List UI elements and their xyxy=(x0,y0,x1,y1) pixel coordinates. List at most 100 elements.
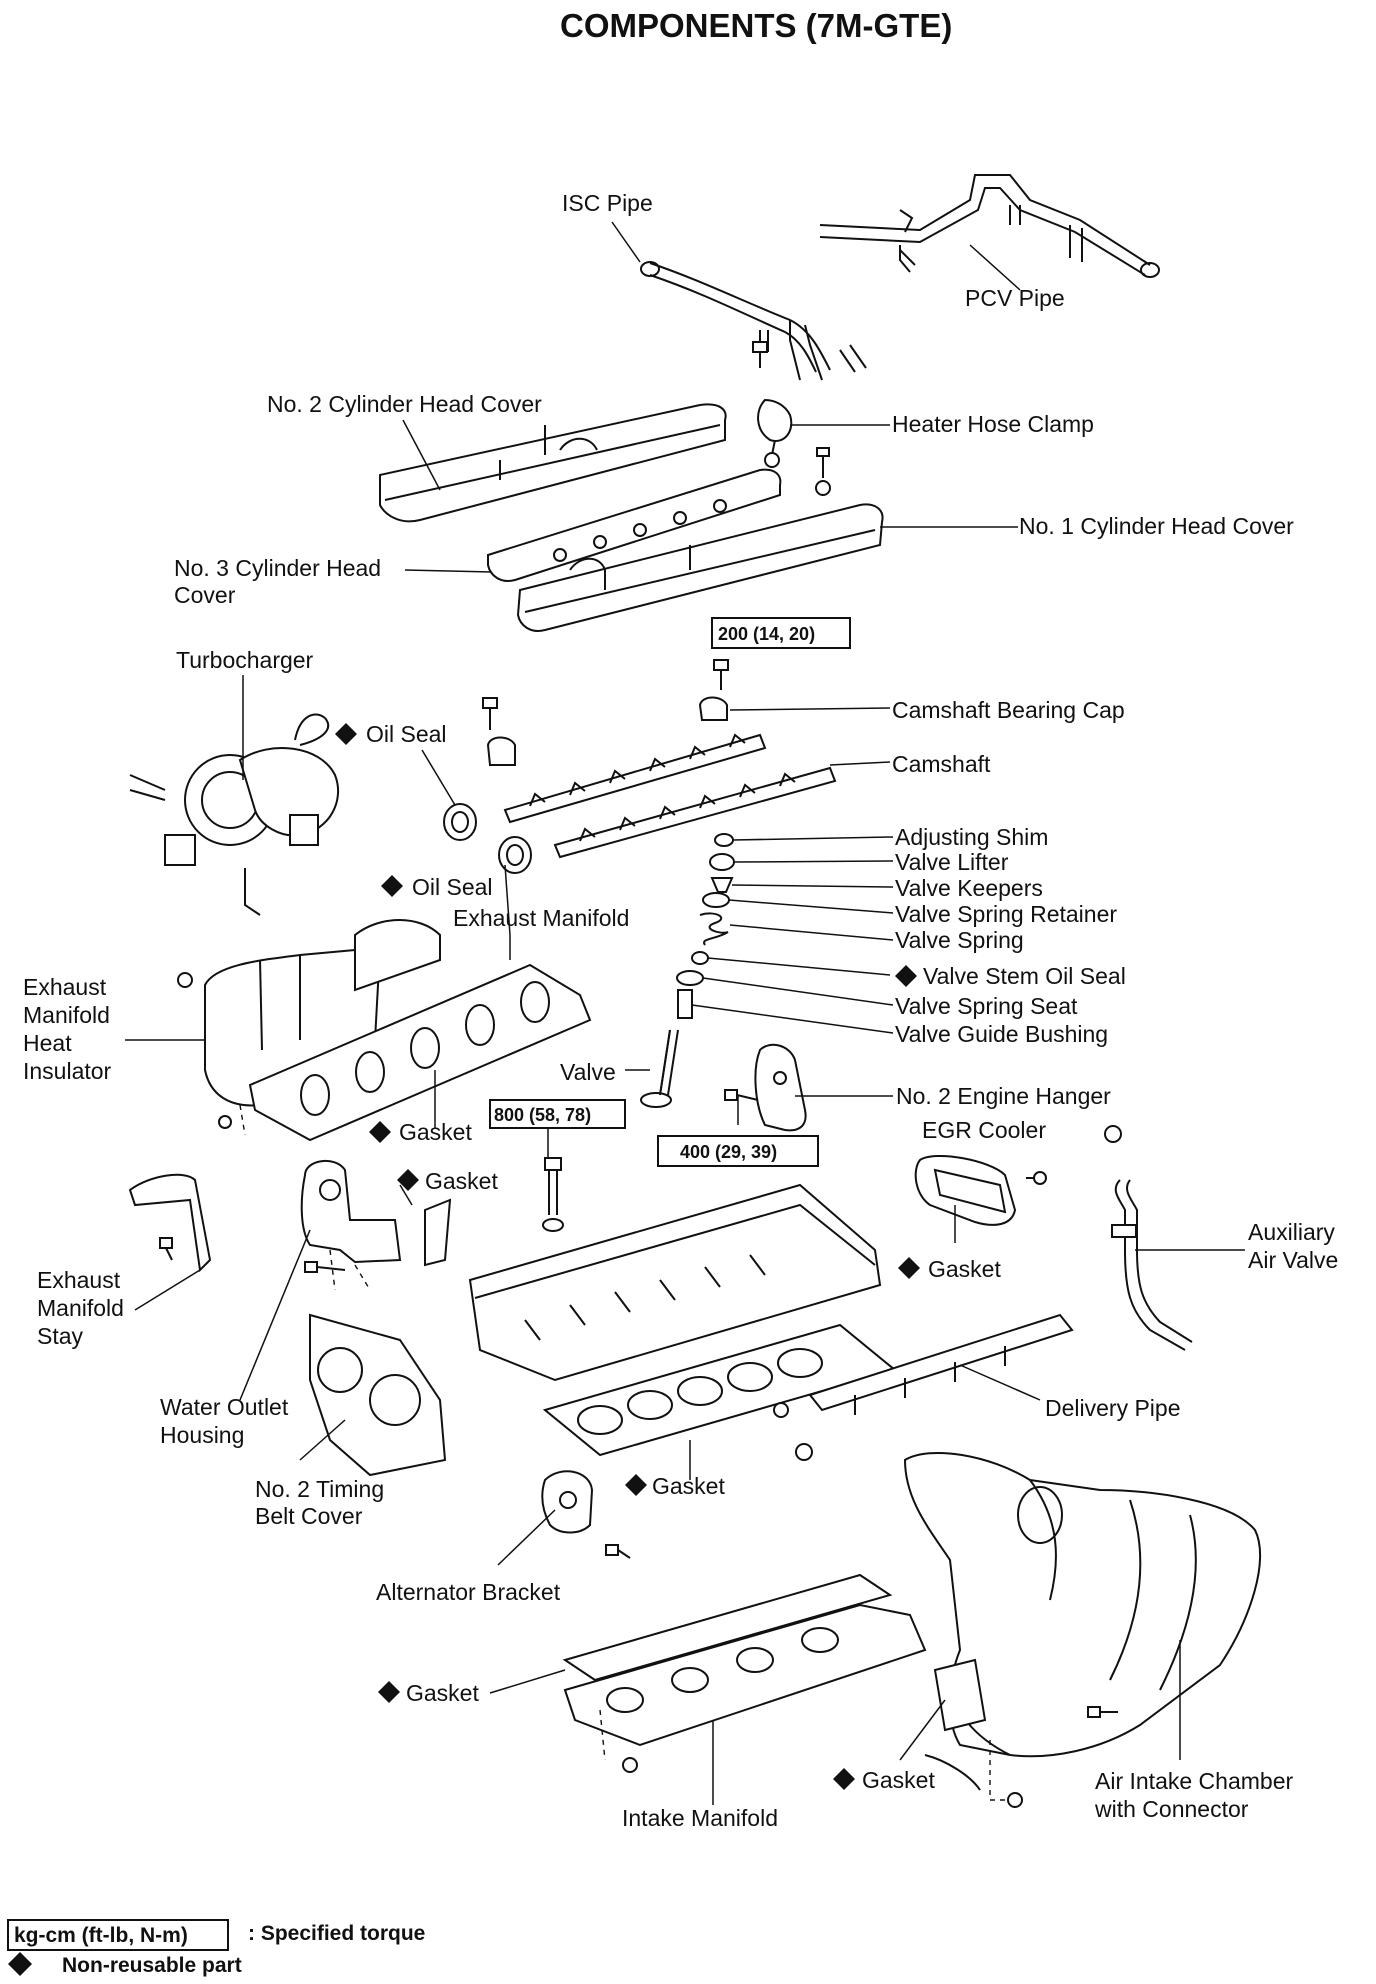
label-gasket-chamber: Gasket xyxy=(862,1767,935,1793)
torque-camshaft-cap: 200 (14, 20) xyxy=(718,624,815,644)
label-auxiliary-air-valve-line1: Auxiliary xyxy=(1248,1219,1335,1245)
no2-timing-belt-cover-part xyxy=(309,1313,447,1477)
label-intake-manifold: Intake Manifold xyxy=(622,1805,778,1831)
label-egr-cooler: EGR Cooler xyxy=(922,1117,1046,1143)
label-oil-seal-upper: Oil Seal xyxy=(366,721,447,747)
bolt-icon xyxy=(713,659,729,690)
nut-icon xyxy=(622,1757,638,1773)
label-exhaust-manifold-stay-line2: Manifold xyxy=(37,1295,124,1321)
bolt-icon xyxy=(724,1089,759,1101)
torque-box-camshaft-cap: 200 (14, 20) xyxy=(711,617,851,649)
dashed-line xyxy=(239,1104,246,1136)
label-exhaust-manifold-stay-line3: Stay xyxy=(37,1323,84,1349)
bolt-icon xyxy=(304,1261,346,1273)
non-reusable-diamond-icon xyxy=(895,965,917,987)
auxiliary-air-valve-part xyxy=(1111,1179,1193,1351)
nut-icon xyxy=(218,1115,232,1129)
nut-icon xyxy=(795,1443,813,1461)
valve-part xyxy=(659,1029,671,1096)
label-valve-spring-retainer: Valve Spring Retainer xyxy=(895,901,1117,927)
label-gasket-cylinder-head: Gasket xyxy=(652,1473,725,1499)
label-valve-spring-seat: Valve Spring Seat xyxy=(895,993,1078,1019)
label-turbocharger: Turbocharger xyxy=(176,647,314,673)
label-pcv-pipe: PCV Pipe xyxy=(965,285,1065,311)
dashed-line xyxy=(599,1709,606,1761)
label-delivery-pipe: Delivery Pipe xyxy=(1045,1395,1181,1421)
label-exhaust-heat-insulator-line4: Insulator xyxy=(23,1058,112,1084)
label-no2-cylinder-head-cover: No. 2 Cylinder Head Cover xyxy=(267,391,542,417)
bolt-icon xyxy=(159,1237,173,1261)
label-no2-timing-belt-cover-line2: Belt Cover xyxy=(255,1503,363,1529)
non-reusable-diamond-icon xyxy=(378,1681,400,1703)
delivery-pipe-part xyxy=(808,1313,1074,1415)
valve-train-parts xyxy=(640,833,735,1108)
non-reusable-diamond-icon xyxy=(8,1952,32,1976)
legend-torque-box: kg-cm (ft-lb, N-m) xyxy=(7,1919,229,1951)
camshaft-part xyxy=(503,733,767,824)
non-reusable-diamond-icon xyxy=(833,1768,855,1790)
torque-engine-hanger: 400 (29, 39) xyxy=(680,1142,777,1162)
dashed-line xyxy=(989,1740,1005,1801)
label-valve-stem-oil-seal: Valve Stem Oil Seal xyxy=(923,963,1126,989)
label-air-intake-chamber-line2: with Connector xyxy=(1094,1796,1249,1822)
turbocharger-part xyxy=(129,713,340,916)
no2-engine-hanger-part xyxy=(754,1043,807,1132)
intake-manifold-part xyxy=(563,1603,927,1747)
non-reusable-diamond-icon xyxy=(369,1121,391,1143)
camshaft-bearing-cap-part xyxy=(486,696,728,766)
bolt-icon xyxy=(1087,1706,1118,1718)
bolt-icon xyxy=(1026,1171,1047,1185)
nut-icon xyxy=(773,1402,789,1418)
exhaust-manifold-stay-part xyxy=(128,1173,212,1273)
legend-nonreusable-description: Non-reusable part xyxy=(62,1954,242,1977)
label-heater-hose-clamp: Heater Hose Clamp xyxy=(892,411,1094,437)
isc-pipe-part xyxy=(640,261,867,381)
label-valve-keepers: Valve Keepers xyxy=(895,875,1043,901)
exhaust-manifold-part xyxy=(248,919,592,1142)
oil-seal-part xyxy=(443,803,477,841)
label-exhaust-manifold: Exhaust Manifold xyxy=(453,905,629,931)
chamber-gasket-part xyxy=(933,1658,987,1732)
oil-seal-part xyxy=(498,836,532,874)
water-outlet-gasket-part xyxy=(424,1198,452,1267)
torque-box-head-bolt: 800 (58, 78) xyxy=(489,1099,626,1129)
dashed-line xyxy=(329,1249,371,1291)
torque-box-engine-hanger: 400 (29, 39) xyxy=(657,1135,819,1167)
label-adjusting-shim: Adjusting Shim xyxy=(895,824,1048,850)
water-outlet-housing-part xyxy=(300,1160,402,1264)
non-reusable-diamond-icon xyxy=(335,723,357,745)
leader-lines xyxy=(125,221,1245,1805)
non-reusable-diamond-icon xyxy=(898,1257,920,1279)
pcv-pipe-part xyxy=(819,174,1160,278)
label-water-outlet-housing-line1: Water Outlet xyxy=(160,1394,289,1420)
bolt-icon xyxy=(482,697,498,730)
bolt-icon xyxy=(815,447,831,496)
non-reusable-diamond-icon xyxy=(381,875,403,897)
air-intake-chamber-part xyxy=(903,1451,1262,1758)
label-gasket-egr: Gasket xyxy=(928,1256,1001,1282)
nut-icon xyxy=(1007,1792,1023,1808)
page-title: COMPONENTS (7M-GTE) xyxy=(560,7,952,44)
alternator-bracket-part xyxy=(541,1470,594,1534)
label-water-outlet-housing-line2: Housing xyxy=(160,1422,244,1448)
bolt-icon xyxy=(752,341,768,368)
label-exhaust-heat-insulator-line1: Exhaust xyxy=(23,974,107,1000)
egr-cooler-part xyxy=(914,1154,1017,1226)
label-valve-lifter: Valve Lifter xyxy=(895,849,1009,875)
no1-cylinder-head-cover-part xyxy=(516,503,884,632)
nut-icon xyxy=(1104,1125,1122,1143)
nut-icon xyxy=(177,972,193,988)
label-no2-engine-hanger: No. 2 Engine Hanger xyxy=(896,1083,1111,1109)
label-alternator-bracket: Alternator Bracket xyxy=(376,1579,561,1605)
legend-torque-description: : Specified torque xyxy=(248,1922,425,1945)
label-valve: Valve xyxy=(560,1059,616,1085)
label-no1-cylinder-head-cover: No. 1 Cylinder Head Cover xyxy=(1019,513,1294,539)
legend: kg-cm (ft-lb, N-m) : Specified torque No… xyxy=(7,1919,425,1977)
label-gasket-intake: Gasket xyxy=(406,1680,479,1706)
head-bolt-part xyxy=(542,1157,564,1232)
label-exhaust-manifold-stay-line1: Exhaust xyxy=(37,1267,121,1293)
no2-cylinder-head-cover-part xyxy=(379,403,727,523)
intake-gasket-part xyxy=(562,1573,893,1682)
non-reusable-diamond-icon xyxy=(625,1474,647,1496)
